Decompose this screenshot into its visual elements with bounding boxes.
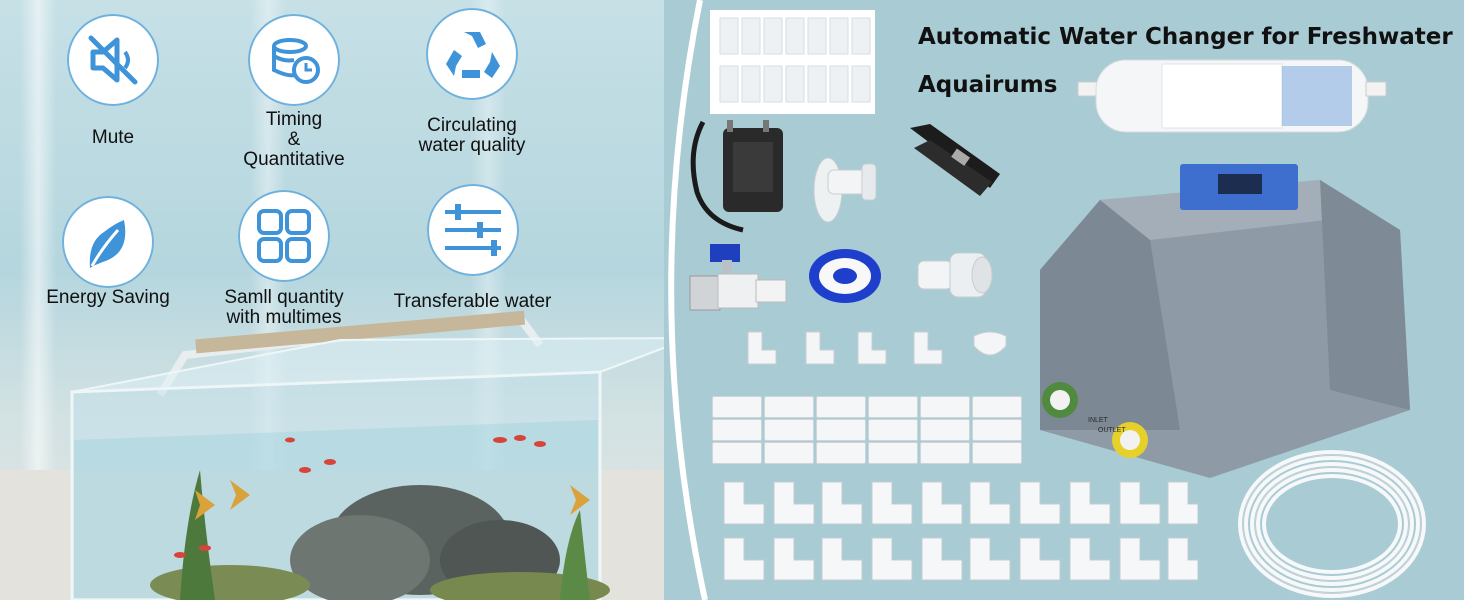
power-adapter bbox=[690, 120, 783, 233]
feature-label: Samll quantity with multimes bbox=[224, 287, 344, 328]
label-sticker-sheet bbox=[710, 10, 875, 114]
feature-energy: Energy Saving bbox=[23, 196, 193, 308]
water-changer-device: INLET OUTLET bbox=[1040, 164, 1410, 478]
feature-transferable: Transferable water bbox=[370, 184, 575, 312]
feature-mute: Mute bbox=[28, 14, 198, 148]
feature-label: Circulating water quality bbox=[418, 115, 526, 156]
feature-label: Timing & Quantitative bbox=[243, 109, 345, 170]
recycle-icon bbox=[426, 8, 518, 100]
mute-speaker-icon bbox=[67, 14, 159, 106]
inlet-label: INLET bbox=[1088, 417, 1109, 424]
tubing-coil bbox=[1238, 450, 1426, 598]
product-title-line1: Automatic Water Changer for Freshwater bbox=[918, 24, 1453, 50]
feature-label: Energy Saving bbox=[46, 287, 170, 308]
feature-label: Transferable water bbox=[393, 291, 552, 312]
grid-squares-icon bbox=[238, 190, 330, 282]
feature-label: Mute bbox=[91, 127, 135, 148]
suction-fitting bbox=[813, 157, 877, 223]
product-title-line2: Aquairums bbox=[918, 72, 1058, 98]
teflon-tape bbox=[809, 249, 881, 303]
coins-clock-icon bbox=[248, 14, 340, 106]
elbow-fittings-large bbox=[723, 481, 1198, 581]
elbow-fittings-small bbox=[747, 331, 1007, 365]
filter-cartridge bbox=[1077, 59, 1387, 133]
feature-circulating: Circulating water quality bbox=[387, 8, 557, 156]
sliders-icon bbox=[426, 184, 519, 276]
threaded-adapter bbox=[917, 252, 993, 298]
ball-valve bbox=[689, 244, 787, 311]
leaf-icon bbox=[62, 196, 154, 288]
tube-cutter bbox=[910, 124, 1000, 196]
feature-timing: Timing & Quantitative bbox=[209, 14, 379, 170]
outlet-label: OUTLET bbox=[1098, 427, 1126, 434]
feature-small-quantity: Samll quantity with multimes bbox=[199, 190, 369, 328]
curtain bbox=[20, 0, 56, 520]
